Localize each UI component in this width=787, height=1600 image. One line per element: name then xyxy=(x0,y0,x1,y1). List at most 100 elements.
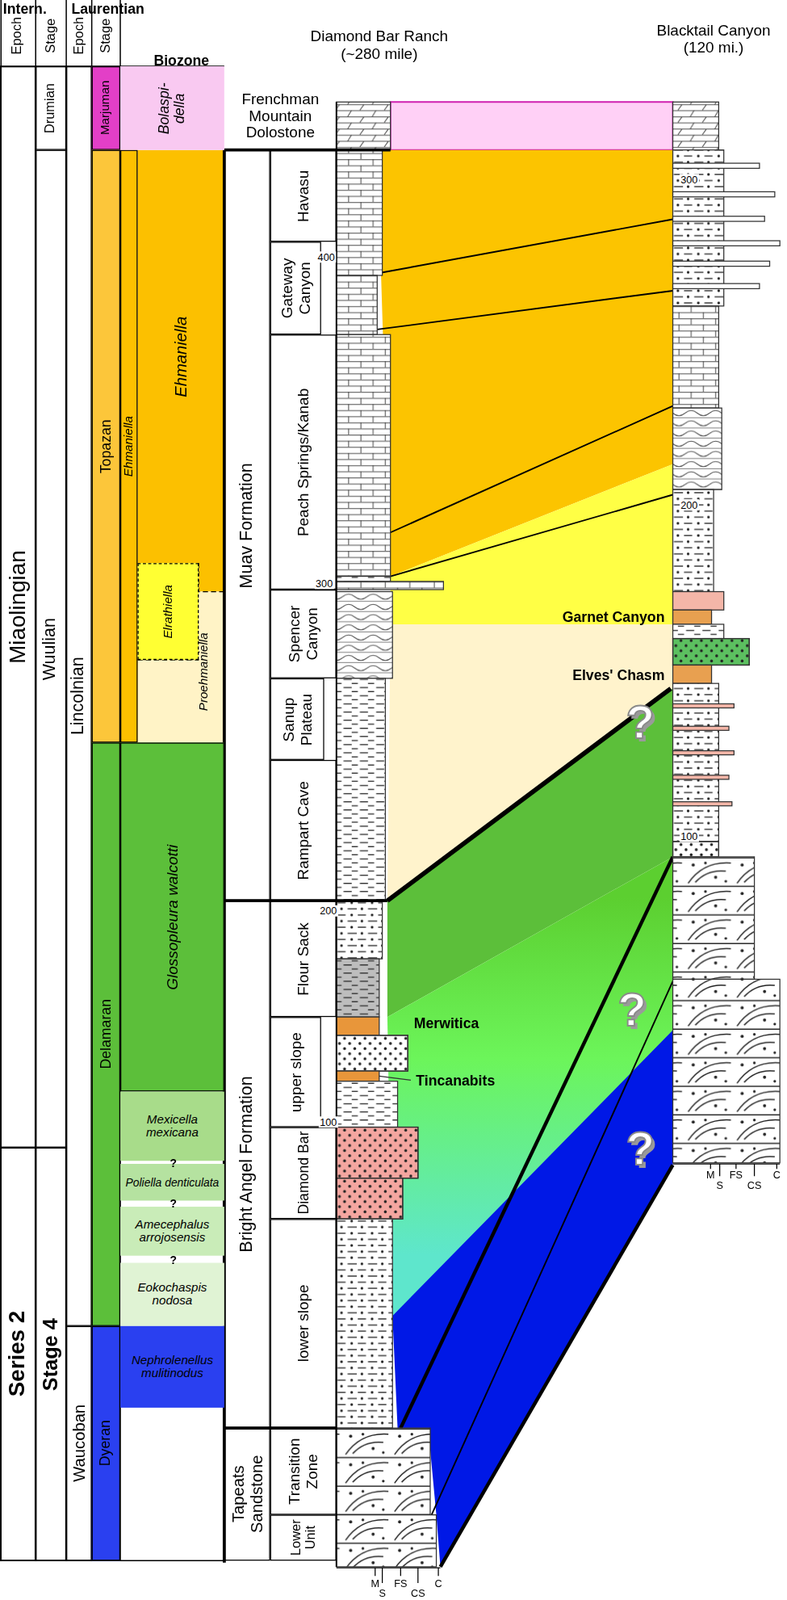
unit-name: Tapeats Sandstone xyxy=(229,1430,265,1558)
unit-name: Dyeran xyxy=(98,1419,114,1466)
unit-name: Diamond Bar xyxy=(295,1130,311,1214)
unit-name: Transition Zone xyxy=(286,1430,321,1512)
unit-box: Sanup Plateau xyxy=(270,678,325,760)
section-label: CS xyxy=(747,1179,762,1191)
section-label: Stage xyxy=(43,18,59,54)
section-label: Garnet Canyon xyxy=(562,608,666,624)
unit-box: Ehmaniella xyxy=(120,150,138,743)
unit-name: Glossopleura walcotti xyxy=(163,843,181,989)
unit-box: Mexicella mexicana xyxy=(120,1090,225,1160)
rect-shape xyxy=(336,581,444,590)
section-label: Stage xyxy=(98,18,114,54)
section-label: 300 xyxy=(314,577,335,589)
rect-shape xyxy=(673,101,720,150)
rect-shape xyxy=(673,841,720,857)
unit-box: Rampart Cave xyxy=(270,759,337,901)
rect-shape xyxy=(336,1034,408,1071)
rect-shape xyxy=(336,1126,419,1178)
unit-box: Transition Zone xyxy=(270,1427,337,1514)
rect-shape xyxy=(673,638,750,666)
rect-shape xyxy=(336,275,378,335)
section-label: Biozone xyxy=(153,53,210,69)
g-shape xyxy=(673,101,781,1162)
rect-shape xyxy=(673,703,735,708)
unit-box: Bright Angel Formation xyxy=(224,900,271,1428)
rect-shape xyxy=(336,1177,403,1219)
rect-shape xyxy=(336,591,393,679)
unit-box: Bolaspi-della xyxy=(120,66,225,151)
section-label: Blacktail Canyon (120 mi.) xyxy=(649,21,778,56)
unit-name: Sanup Plateau xyxy=(280,681,314,757)
section-label: S xyxy=(715,1179,723,1191)
rect-shape xyxy=(336,334,391,576)
unit-name: Wuulian xyxy=(41,617,61,680)
polygon-shape xyxy=(390,101,674,150)
unit-name: Gateway Canyon xyxy=(278,244,313,331)
section-label: Epoch xyxy=(71,16,87,55)
unit-name: Flour Sack xyxy=(294,921,312,996)
unit-name: lower slope xyxy=(294,1284,312,1362)
g-shape xyxy=(336,101,444,1566)
section-label: M xyxy=(706,1168,716,1181)
unit-box: Spencer Canyon xyxy=(270,589,337,679)
unit-box: Nephrolenellus mulitinodus xyxy=(120,1325,225,1407)
rect-shape xyxy=(336,900,383,959)
section-label: FS xyxy=(729,1168,743,1181)
unit-name: Peach Springs/Kanab xyxy=(294,387,312,536)
rect-shape xyxy=(336,1427,431,1514)
unit-box: Lincolnian xyxy=(66,66,93,1326)
section-label: 400 xyxy=(316,251,336,263)
section-label: Merwitica xyxy=(414,1015,480,1031)
section-label: 100 xyxy=(318,1115,339,1127)
section-label: C xyxy=(435,1576,443,1588)
path-shape xyxy=(376,219,673,577)
unit-name: Poliella denticulata xyxy=(123,1175,222,1188)
rect-shape xyxy=(336,958,380,1017)
path-shape xyxy=(400,856,673,1428)
path-shape xyxy=(137,150,224,592)
unit-box: Gateway Canyon xyxy=(270,241,322,335)
unit-box: Havasu xyxy=(270,150,337,243)
rect-shape xyxy=(673,216,766,222)
section-label: Laurentian xyxy=(71,1,144,17)
rect-shape xyxy=(673,725,729,730)
unit-box: Glossopleura walcotti xyxy=(120,741,225,1091)
rect-shape xyxy=(673,841,720,857)
unit-box: Frenchman Mountain Dolostone xyxy=(224,83,337,150)
unit-name: Spencer Canyon xyxy=(286,592,321,675)
unit-box: Delamaran xyxy=(92,741,121,1325)
section-label: ? xyxy=(169,1252,177,1265)
unit-box: Ehmaniella xyxy=(137,150,224,563)
unit-box: Diamond Bar xyxy=(270,1126,337,1219)
rect-shape xyxy=(336,576,391,582)
unit-name: Havasu xyxy=(294,169,312,222)
unit-name: Bolaspi-della xyxy=(156,77,189,139)
unit-name: Topazan xyxy=(98,418,114,474)
unit-box: Marjuman xyxy=(92,66,121,151)
path-shape xyxy=(430,980,674,1517)
path-shape xyxy=(137,562,224,660)
section-label: Diamond Bar Ranch (~280 mile) xyxy=(305,28,453,63)
unit-box: Poliella denticulata xyxy=(120,1163,225,1200)
rect-shape xyxy=(336,1177,403,1219)
section-label: C xyxy=(773,1168,781,1181)
unit-box: Flour Sack xyxy=(270,900,337,1017)
rect-shape xyxy=(673,664,712,683)
rect-shape xyxy=(673,407,723,490)
unit-name: Ehmaniella xyxy=(121,415,136,477)
unit-name: Eokochaspis nodosa xyxy=(123,1280,222,1307)
unit-box: Tapeats Sandstone xyxy=(224,1427,271,1560)
unit-name: Drumian xyxy=(43,83,59,134)
unit-name: Bright Angel Formation xyxy=(237,1075,257,1252)
path-shape xyxy=(440,1163,674,1566)
section-label: Elves' Chasm xyxy=(572,666,665,683)
section-label: Tincanabits xyxy=(415,1072,495,1089)
rect-shape xyxy=(336,1080,398,1127)
polygon-shape xyxy=(390,464,674,624)
section-label: FS xyxy=(393,1576,407,1588)
unit-box: Stage 4 xyxy=(35,1147,67,1560)
section-label: 100 xyxy=(679,830,700,842)
rect-shape xyxy=(673,150,725,306)
unit-name: Frenchman Mountain Dolostone xyxy=(226,91,335,143)
unit-name: Amecephalus arrojosensis xyxy=(123,1217,222,1244)
